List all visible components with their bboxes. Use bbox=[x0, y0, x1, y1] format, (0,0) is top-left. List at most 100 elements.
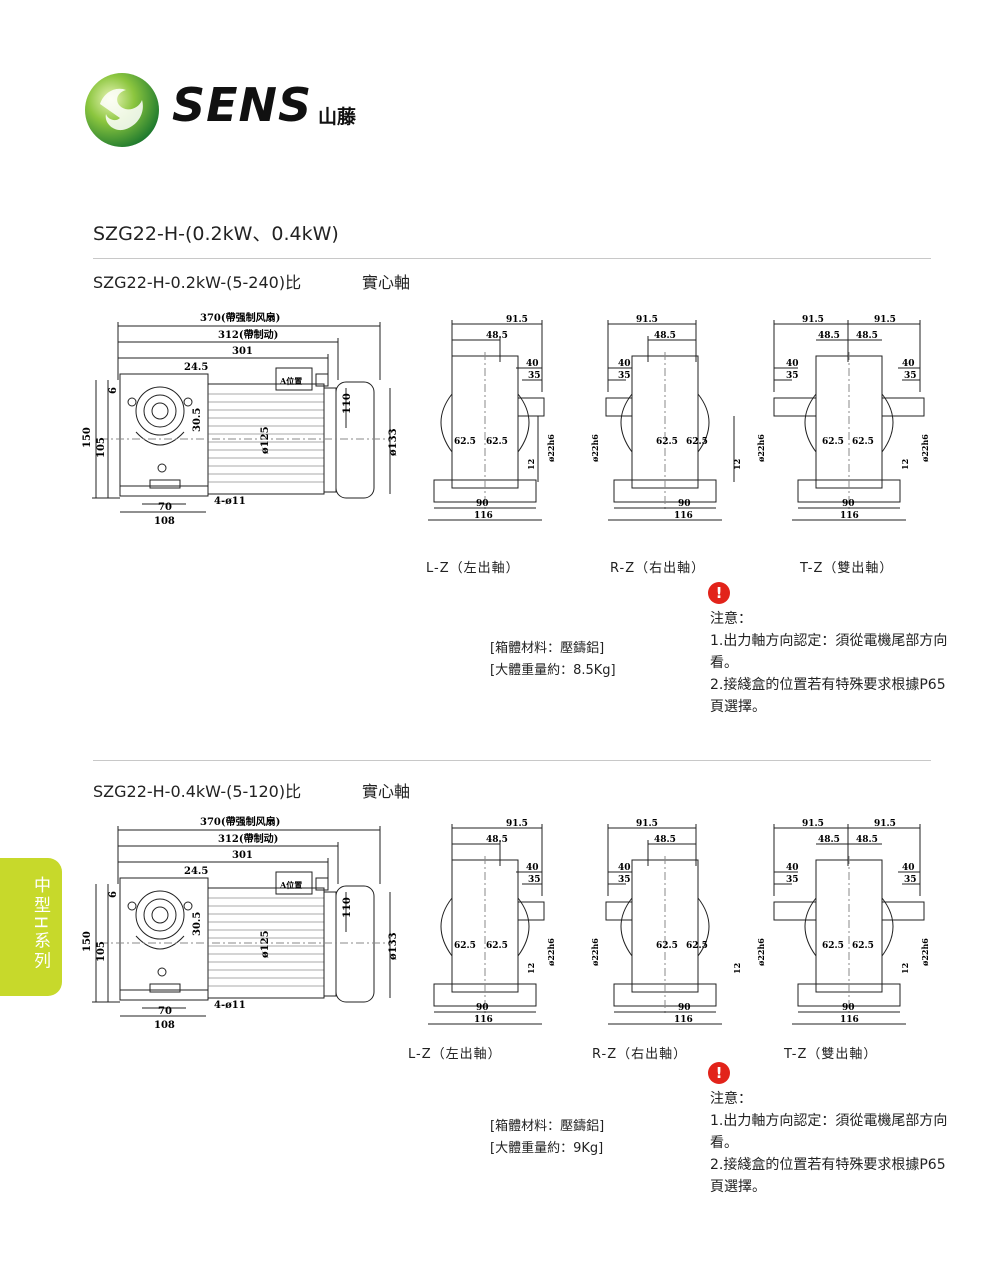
dim-len-fan: 370(帶强制风扇) bbox=[200, 815, 280, 828]
dim-116: 116 bbox=[474, 511, 493, 521]
dim-245: 24.5 bbox=[184, 362, 208, 373]
series-side-tab[interactable]: 中型H系列 bbox=[0, 858, 62, 996]
brand-cn-name: 山藤 bbox=[318, 106, 357, 128]
dim-625-b: 62.5 bbox=[686, 941, 708, 951]
dim-485-b: 48.5 bbox=[856, 331, 878, 341]
dim-22: ø22h6 bbox=[590, 938, 600, 966]
dim-12: 12 bbox=[526, 963, 536, 974]
dim-len-brake: 312(帶制动) bbox=[218, 328, 278, 341]
dim-915-a: 91.5 bbox=[802, 315, 824, 325]
dim-22: ø22h6 bbox=[546, 938, 556, 966]
dim-40: 40 bbox=[526, 359, 539, 369]
dim-125: ø125 bbox=[260, 930, 271, 958]
dim-90: 90 bbox=[842, 1003, 855, 1013]
dim-915: 91.5 bbox=[506, 315, 528, 325]
section-1-note-title: 注意： bbox=[710, 611, 752, 627]
section-2-shaft: 實心軸 bbox=[362, 782, 411, 801]
brand-name: SENS bbox=[172, 78, 313, 132]
dim-625-b: 62.5 bbox=[852, 941, 874, 951]
dim-22: ø22h6 bbox=[546, 434, 556, 462]
dim-90: 90 bbox=[476, 499, 489, 509]
dim-6: 6 bbox=[108, 891, 119, 898]
dim-40-a: 40 bbox=[786, 359, 799, 369]
dim-6: 6 bbox=[108, 387, 119, 394]
dim-70: 70 bbox=[158, 502, 172, 513]
dim-485-b: 48.5 bbox=[856, 835, 878, 845]
section-1-view-tz-drawing: 91.5 91.5 48.5 48.5 40 35 40 35 62.5 62.… bbox=[756, 315, 930, 521]
dim-35: 35 bbox=[618, 371, 631, 381]
view-label-tz: T-Z（雙出軸） bbox=[800, 561, 894, 576]
warning-icon: ! bbox=[708, 1062, 730, 1084]
dim-108: 108 bbox=[154, 516, 175, 527]
dim-22-a: ø22h6 bbox=[756, 938, 766, 966]
dim-35: 35 bbox=[618, 875, 631, 885]
dim-116: 116 bbox=[474, 1015, 493, 1025]
section-2-note-2: 2.接綫盒的位置若有特殊要求根據P65頁選擇。 bbox=[710, 1157, 946, 1195]
dim-150: 150 bbox=[82, 427, 93, 448]
section-2-note-title: 注意： bbox=[710, 1091, 752, 1107]
dim-12: 12 bbox=[526, 459, 536, 470]
dim-625-b: 62.5 bbox=[486, 941, 508, 951]
dim-625-a: 62.5 bbox=[656, 437, 678, 447]
dim-12: 12 bbox=[900, 963, 910, 974]
section-2-spec-material: [箱體材料：壓鑄鋁] bbox=[490, 1119, 605, 1134]
dim-40-a: 40 bbox=[786, 863, 799, 873]
dim-110: 110 bbox=[342, 393, 353, 414]
dim-116: 116 bbox=[674, 1015, 693, 1025]
dim-305: 30.5 bbox=[192, 408, 203, 432]
dim-305: 30.5 bbox=[192, 912, 203, 936]
dim-116: 116 bbox=[840, 511, 859, 521]
section-1-shaft: 實心軸 bbox=[362, 273, 411, 292]
dim-108: 108 bbox=[154, 1020, 175, 1031]
view-label-lz: L-Z（左出軸） bbox=[426, 561, 520, 576]
dim-915: 91.5 bbox=[506, 819, 528, 829]
dim-915-b: 91.5 bbox=[874, 819, 896, 829]
section-2-model: SZG22-H-0.4kW-(5-120)比 bbox=[93, 782, 302, 801]
dim-90: 90 bbox=[476, 1003, 489, 1013]
section-1-spec-weight: [大體重量約：8.5Kg] bbox=[490, 663, 616, 678]
dim-915-a: 91.5 bbox=[802, 819, 824, 829]
dim-485-a: 48.5 bbox=[818, 331, 840, 341]
warning-icon: ! bbox=[708, 582, 730, 604]
dim-22-b: ø22h6 bbox=[920, 938, 930, 966]
dim-485: 48.5 bbox=[654, 331, 676, 341]
dim-22: ø22h6 bbox=[590, 434, 600, 462]
dim-holes: 4-ø11 bbox=[214, 1000, 246, 1011]
dim-len-fan: 370(帶强制风扇) bbox=[200, 311, 280, 324]
dim-35-b: 35 bbox=[904, 875, 917, 885]
dim-485-a: 48.5 bbox=[818, 835, 840, 845]
dim-625-a: 62.5 bbox=[656, 941, 678, 951]
page-title: SZG22-H-(0.2kW、0.4kW) bbox=[93, 223, 339, 245]
dim-125: ø125 bbox=[260, 426, 271, 454]
dim-35-a: 35 bbox=[786, 371, 799, 381]
dim-245: 24.5 bbox=[184, 866, 208, 877]
view-label-lz: L-Z（左出軸） bbox=[408, 1047, 502, 1062]
view-label-tz: T-Z（雙出軸） bbox=[784, 1047, 878, 1062]
dim-915: 91.5 bbox=[636, 819, 658, 829]
dim-holes: 4-ø11 bbox=[214, 496, 246, 507]
brand-logo bbox=[82, 70, 382, 150]
terminal-box-label: A位置 bbox=[279, 376, 302, 386]
dim-116: 116 bbox=[840, 1015, 859, 1025]
view-label-rz: R-Z（右出軸） bbox=[592, 1047, 688, 1062]
dim-116: 116 bbox=[674, 511, 693, 521]
section-2-note-1: 1.出力軸方向認定：須從電機尾部方向看。 bbox=[710, 1113, 948, 1151]
dim-len-base: 301 bbox=[232, 850, 253, 861]
dim-22-a: ø22h6 bbox=[756, 434, 766, 462]
dim-len-brake: 312(帶制动) bbox=[218, 832, 278, 845]
dim-625-b: 62.5 bbox=[486, 437, 508, 447]
section-1-view-rz-drawing: 91.5 48.5 40 35 62.5 62.5 ø22h6 12 90 11… bbox=[590, 315, 742, 521]
dim-105: 105 bbox=[96, 941, 107, 962]
divider bbox=[93, 760, 931, 761]
dim-90: 90 bbox=[678, 499, 691, 509]
dim-625-a: 62.5 bbox=[822, 941, 844, 951]
dim-625-a: 62.5 bbox=[454, 437, 476, 447]
logo-globe-icon bbox=[85, 73, 159, 147]
dim-485: 48.5 bbox=[486, 331, 508, 341]
divider bbox=[93, 258, 931, 259]
section-1-side-view-drawing: 370(帶强制风扇) 312(帶制动) 301 24.5 A位置 150 105… bbox=[82, 311, 399, 527]
dim-150: 150 bbox=[82, 931, 93, 952]
dim-133: ø133 bbox=[388, 932, 399, 960]
section-2-side-view-drawing: 370(帶强制风扇) 312(帶制动) 301 24.5 A位置 150 105… bbox=[82, 815, 399, 1031]
section-1-view-lz-drawing: 91.5 48.5 40 35 62.5 62.5 12 ø22h6 90 11… bbox=[428, 315, 556, 521]
